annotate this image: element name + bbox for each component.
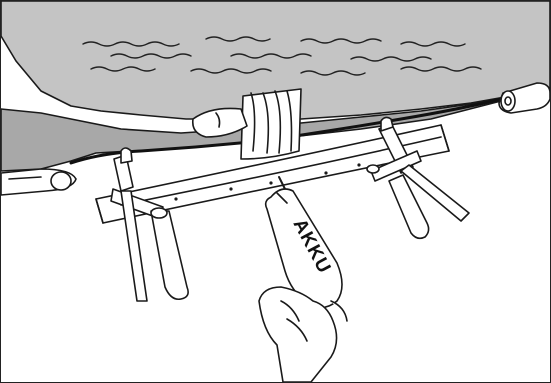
left-clamp [111,148,188,301]
guide-block [241,89,301,159]
left-rail-end [1,169,76,195]
